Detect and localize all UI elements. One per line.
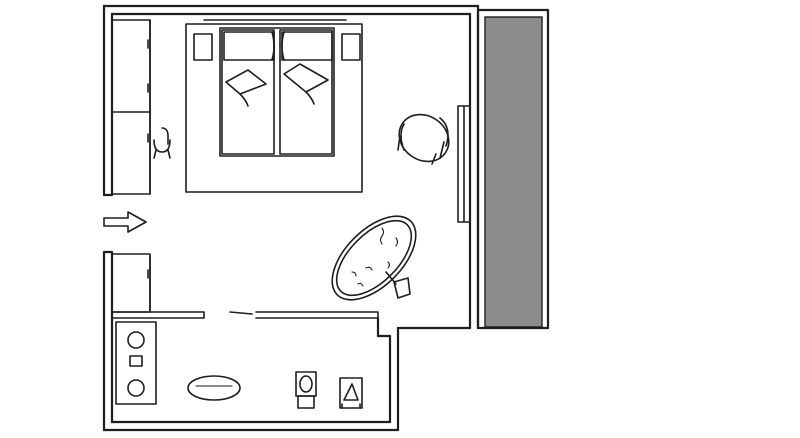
window-right — [457, 105, 471, 303]
double-bed-icon — [185, 19, 363, 193]
wardrobe — [111, 19, 151, 195]
desk-chair-icon — [153, 127, 171, 159]
armchair-icon — [397, 113, 450, 165]
balcony-floor — [484, 16, 543, 328]
bathroom-fixtures — [115, 317, 379, 409]
oval-table-icon — [331, 215, 417, 301]
balcony — [476, 8, 550, 330]
shoe-cabinet — [111, 253, 151, 313]
interior-wall — [111, 311, 379, 319]
arrow-right-icon — [103, 211, 147, 233]
